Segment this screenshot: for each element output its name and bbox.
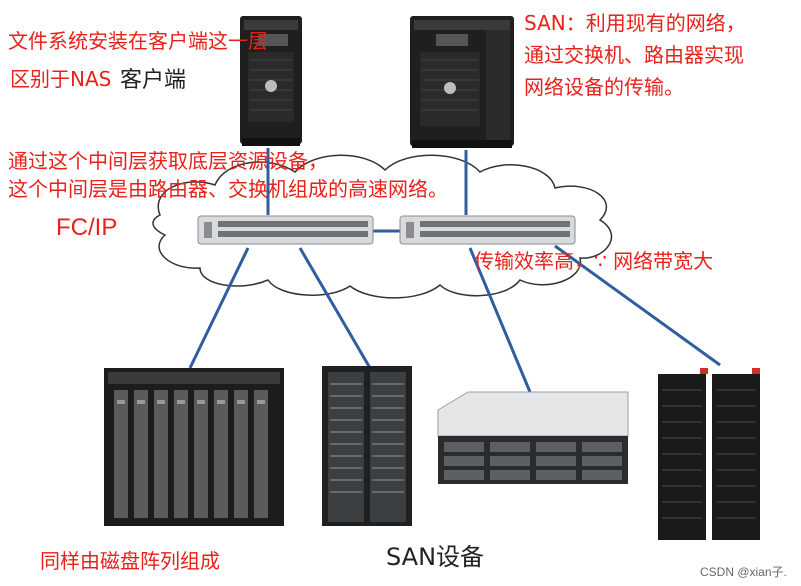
- watermark: CSDN @xian子.: [700, 565, 787, 579]
- network-switch-icon: [399, 215, 576, 245]
- middle-note-line: 这个中间层是由路由器、交换机组成的高速网络。: [8, 177, 448, 201]
- rackmount-storage-icon: [437, 391, 629, 484]
- link-switch2-cabinet: [554, 244, 721, 367]
- link-switch1-blade: [188, 247, 250, 369]
- middle-note-line: 通过这个中间层获取底层资源设备，: [8, 149, 328, 173]
- san-note-line: 网络设备的传输。: [524, 75, 684, 99]
- blade-chassis-icon: [104, 368, 284, 526]
- san-note-line: 通过交换机、路由器实现: [524, 43, 744, 67]
- rack-storage-icon: [322, 366, 412, 526]
- san-note-line: SAN：利用现有的网络，: [524, 11, 746, 35]
- network-links: [188, 148, 721, 393]
- tower-server-icon: [240, 16, 302, 146]
- client-filesystem-note: 文件系统安装在客户端这一层: [8, 29, 268, 53]
- link-switch1-rack: [298, 247, 372, 369]
- disk-array-note: 同样由磁盘阵列组成: [40, 549, 220, 573]
- link-switch2-rackmount: [468, 247, 532, 393]
- fcip-label: FC/IP: [56, 214, 118, 241]
- tower-server-icon: [410, 16, 514, 148]
- client-label: 客户端: [120, 68, 187, 93]
- efficiency-note: 传输效率高，∵ 网络带宽大: [474, 249, 714, 273]
- storage-cabinet-icon: [658, 368, 760, 540]
- nas-difference-note: 区别于NAS: [10, 67, 112, 91]
- network-switch-icon: [197, 215, 374, 245]
- san-devices-label: SAN设备: [386, 543, 485, 571]
